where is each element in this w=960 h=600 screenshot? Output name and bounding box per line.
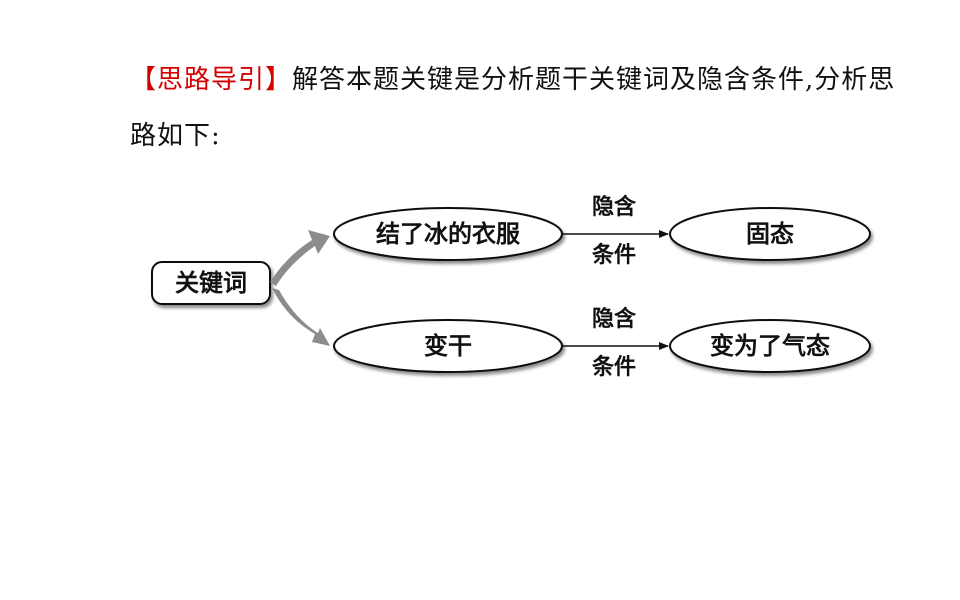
- branch-2-edge: 隐含 条件: [562, 306, 669, 380]
- branch-2-source-node: 变干: [333, 319, 563, 373]
- branch-2-source-label: 变干: [424, 332, 472, 360]
- curved-arrow-up: [270, 230, 330, 286]
- branch-1-source-label: 结了冰的衣服: [376, 220, 521, 248]
- branch-2-target-node: 变为了气态: [669, 319, 871, 373]
- branch-1-source-node: 结了冰的衣服: [333, 207, 563, 261]
- root-node: 关键词: [151, 261, 271, 305]
- branch-2-edge-label-line2: 条件: [591, 354, 636, 380]
- branch-1-edge-label-line2: 条件: [591, 242, 636, 268]
- branch-2-target-label: 变为了气态: [710, 332, 830, 360]
- branch-2-edge-label-line1: 隐含: [592, 306, 637, 332]
- intro-paragraph: 【思路导引】解答本题关键是分析题干关键词及隐含条件,分析思路如下:: [130, 52, 920, 164]
- branch-1-target-node: 固态: [669, 207, 871, 261]
- curved-arrow-down: [272, 288, 330, 346]
- branch-1-edge: 隐含 条件: [562, 194, 669, 268]
- root-node-label: 关键词: [175, 269, 247, 297]
- branch-1-target-label: 固态: [746, 220, 794, 248]
- hint-tag: 【思路导引】: [130, 65, 293, 95]
- intro-text: 解答本题关键是分析题干关键词及隐含条件,分析思路如下:: [130, 65, 896, 151]
- branch-1-edge-label-line1: 隐含: [592, 194, 637, 220]
